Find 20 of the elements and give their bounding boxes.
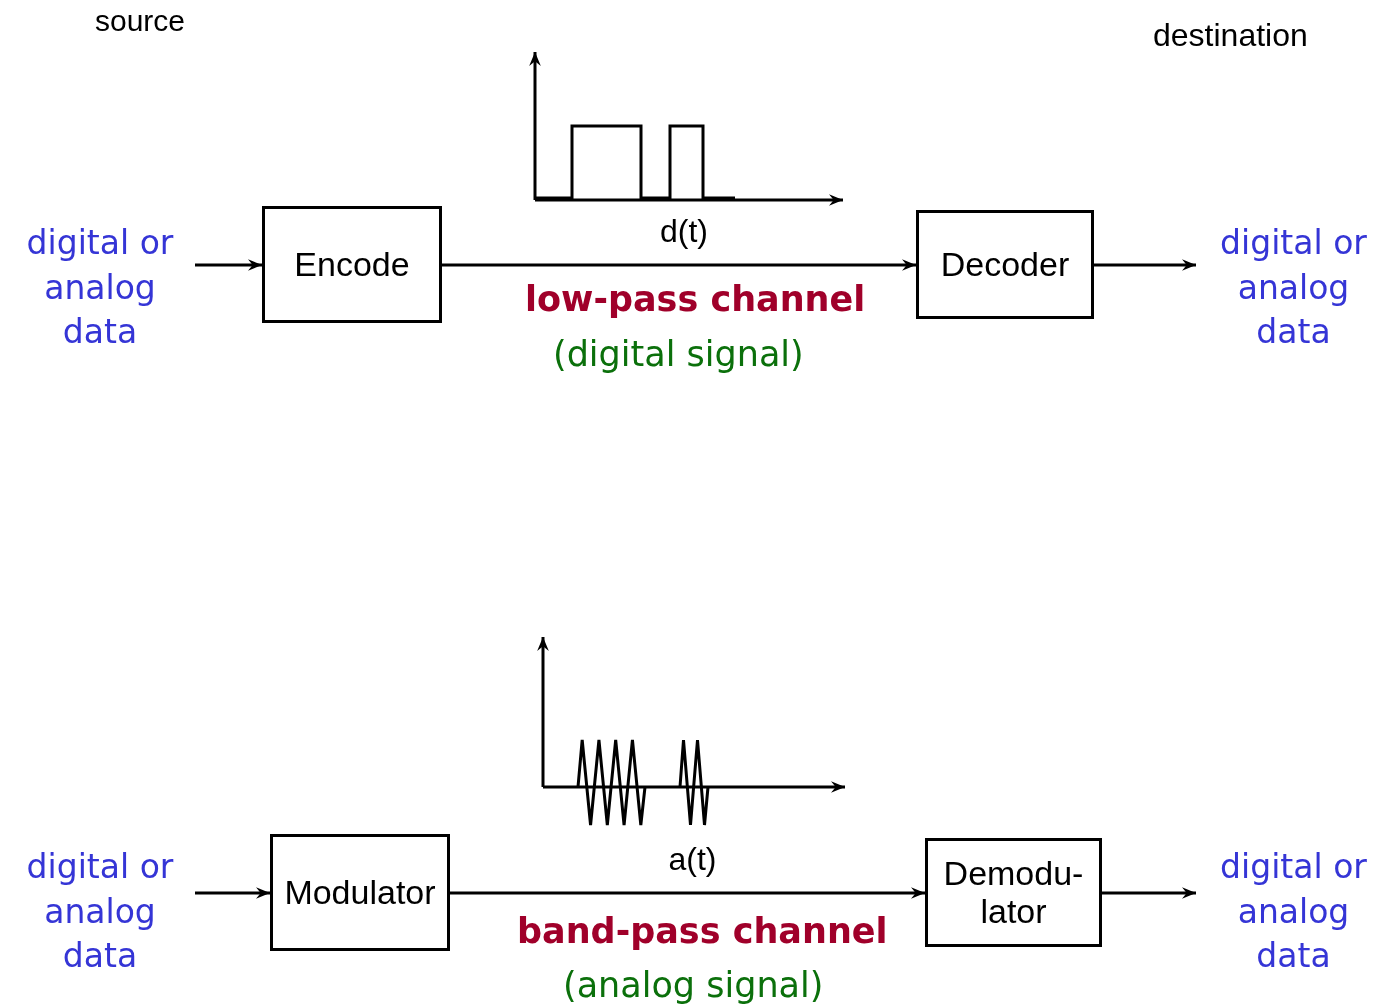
channel-label: low-pass channel: [525, 278, 866, 321]
process-box: Encode: [262, 206, 442, 323]
arrow: [450, 887, 925, 899]
data-text: digital or analog data: [5, 846, 195, 978]
data-text: digital or analog data: [1196, 846, 1391, 978]
destination-label: destination: [1153, 16, 1308, 55]
signal-type-label: (analog signal): [563, 964, 824, 1007]
arrow: [1102, 887, 1196, 899]
data-text: digital or analog data: [1196, 222, 1391, 354]
arrow: [1094, 259, 1196, 271]
process-box: Demodu- lator: [925, 838, 1102, 947]
signal-type-label: (digital signal): [553, 333, 804, 376]
process-box: Modulator: [270, 834, 450, 951]
arrow: [195, 259, 262, 271]
arrow: [442, 259, 916, 271]
process-box: Decoder: [916, 210, 1094, 319]
source-label: source: [95, 3, 186, 39]
data-text: digital or analog data: [5, 222, 195, 354]
arrow: [195, 887, 270, 899]
channel-label: band-pass channel: [517, 910, 888, 953]
